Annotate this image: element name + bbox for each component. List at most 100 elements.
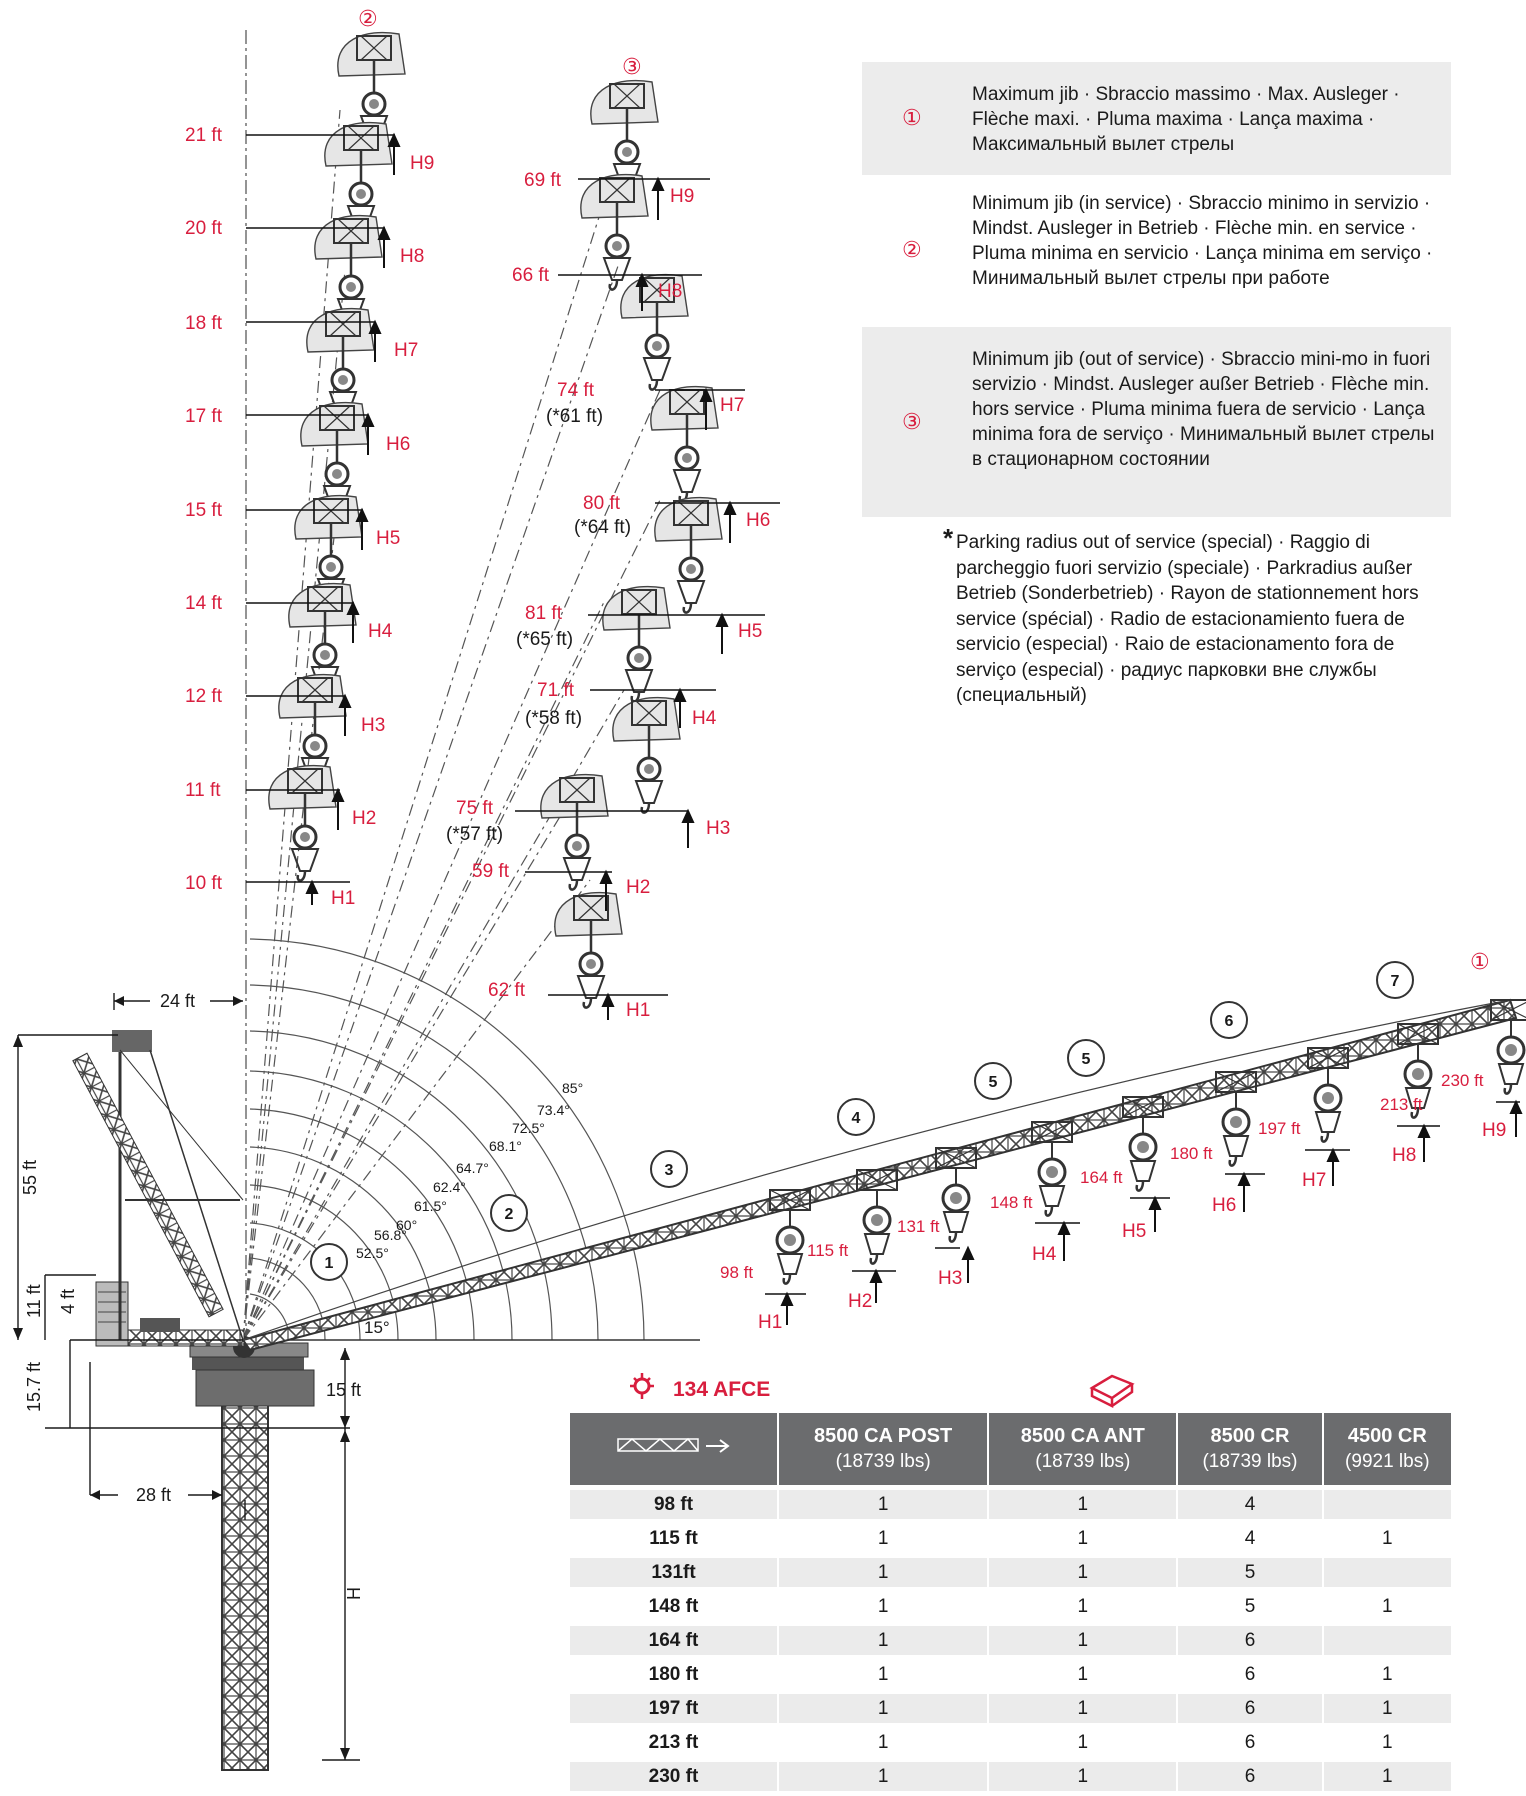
legend-marker: ① [902,105,922,130]
value-cell: 6 [1244,1663,1256,1685]
jib-section-number: 7 [1391,973,1400,990]
col2-height-label: H1 [331,888,355,909]
value-cell: 1 [877,1595,889,1617]
value-cell: 1 [1077,1595,1089,1617]
dim-55ft: 55 ft [20,1160,40,1195]
column-header: 8500 CR(18739 lbs) [1178,1413,1322,1485]
legend-text: Minimum jib (out of service) · Sbraccio … [972,349,1435,470]
jib-section-number: 2 [505,1206,514,1223]
col3-radius-label: 80 ft [583,493,621,514]
counterweight-block-icon [1089,1374,1135,1408]
col2-arrows [305,132,401,905]
col3-radius-label: 59 ft [472,861,510,882]
value-cell [1323,1626,1451,1655]
ballast [95,1281,129,1347]
value-cell: 1 [779,1626,988,1655]
jib-radius-label: 115 ft [807,1241,849,1260]
value-cell: 1 [989,1490,1177,1519]
value-cell: 1 [1077,1527,1089,1549]
value-cell: 5 [1178,1558,1322,1587]
col2-radius-label: 10 ft [185,873,223,894]
dim-4ft: 4 ft [58,1289,78,1314]
legend-row-min-in-service: ② Minimum jib (in service) · Sbraccio mi… [862,175,1451,327]
column-weight: (18739 lbs) [835,1451,931,1472]
column-weight: (18739 lbs) [1035,1451,1131,1472]
value-cell: 6 [1178,1626,1322,1655]
table-row: 230 ft 1 1 6 1 [570,1762,1451,1791]
value-cell: 4 [1178,1490,1322,1519]
legend-marker: ② [902,237,922,262]
dim-15ft: 15 ft [326,1380,361,1400]
col2-radius-label: 18 ft [185,313,223,334]
radial-lines [242,109,661,1341]
value-cell: 1 [779,1762,988,1791]
col2-radius-label: 15 ft [185,500,223,521]
value-cell: 6 [1178,1762,1322,1791]
angle-label: 61.5° [414,1198,447,1214]
jib-length-cell: 180 ft [648,1663,699,1685]
marker-min-in-service: ② [358,7,378,32]
value-cell: 1 [1077,1663,1089,1685]
marker-max-jib: ① [1470,950,1490,975]
col3-radius-label: 62 ft [488,980,526,1001]
col2-radius-label: 21 ft [185,125,223,146]
value-cell: 1 [1382,1527,1393,1549]
col2-level-lines [246,134,395,883]
table-row: 197 ft 1 1 6 1 [570,1694,1451,1723]
table-row: 148 ft 1 1 5 1 [570,1592,1451,1621]
value-cell [1323,1490,1451,1519]
parking-radius-label: (*65 ft) [516,629,573,650]
jib-radius-label: 180 ft [1170,1144,1213,1163]
jib-length-cell: 131ft [570,1558,777,1587]
value-cell: 1 [989,1762,1177,1791]
value-cell: 6 [1178,1694,1322,1723]
jib-radius-label: 131 ft [897,1217,940,1236]
parking-note-text: Parking radius out of service (special) … [956,532,1419,706]
jib-section-number: 4 [852,1110,861,1127]
jib-radius-label: 98 ft [720,1263,753,1282]
col2-height-label: H9 [410,153,434,174]
jib-height-label: H3 [938,1268,962,1289]
jib-section-number: 5 [989,1074,998,1091]
value-cell: 6 [1244,1731,1256,1753]
table-title: 134 AFCE [673,1378,771,1401]
value-cell: 1 [877,1527,889,1549]
angle-label: 72.5° [512,1120,545,1136]
jib-length-cell: 115 ft [649,1527,698,1549]
angle-label: 73.4° [537,1102,570,1118]
column-name: 4500 CR [1347,1425,1427,1447]
col3-arrows [599,176,737,1020]
column-name: 8500 CA POST [814,1425,953,1447]
jib-length-cell: 197 ft [570,1694,777,1723]
col3-height-label: H6 [746,510,770,531]
legend-text: Maximum jib · Sbraccio massimo · Max. Au… [972,84,1400,155]
col3-radius-label: 69 ft [524,170,562,191]
col2-height-label: H7 [394,340,418,361]
jib-radius-label: 164 ft [1080,1168,1123,1187]
parking-radius-label: (*64 ft) [574,517,631,538]
dim-15-7ft: 15.7 ft [24,1362,44,1412]
dim-28ft: 28 ft [136,1485,171,1505]
jib-height-label: H6 [1212,1195,1236,1216]
jib-height-label: H7 [1302,1170,1326,1191]
col2-height-label: H6 [386,434,410,455]
value-cell: 1 [779,1694,988,1723]
jib-length-cell: 230 ft [570,1762,777,1791]
value-cell: 1 [779,1558,988,1587]
jib-section-circles [310,961,1414,1281]
jib-height-label: H9 [1482,1120,1506,1141]
col2-radius-label: 20 ft [185,218,223,239]
col3-height-label: H9 [670,186,694,207]
column-weight: (18739 lbs) [1202,1451,1298,1472]
col3-radius-label: 66 ft [512,265,550,286]
col2-height-label: H5 [376,528,400,549]
table-header-row: 8500 CA POST(18739 lbs) 8500 CA ANT(1873… [570,1413,1451,1485]
angle-arcs [249,938,645,1341]
angle-label: 52.5° [356,1245,389,1261]
column-weight: (9921 lbs) [1345,1451,1430,1472]
col3-radius-label: 75 ft [456,798,494,819]
value-cell: 1 [1382,1595,1393,1617]
legend-row-max-jib: ① Maximum jib · Sbraccio massimo · Max. … [862,62,1451,175]
value-cell: 1 [989,1626,1177,1655]
jib-arrows [780,1099,1523,1325]
